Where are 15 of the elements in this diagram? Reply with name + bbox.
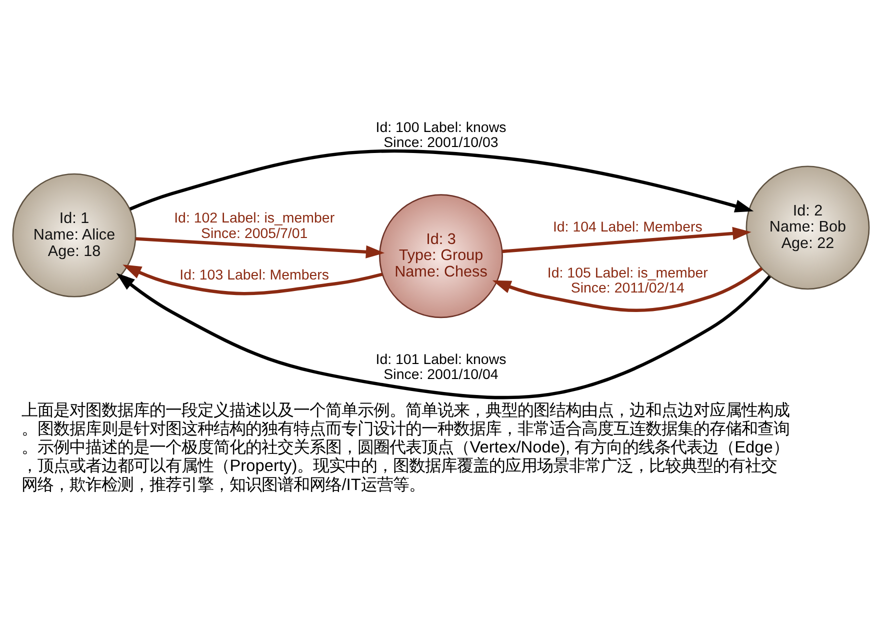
edge-label: Id: 105 Label: is_member Since: 2011/02/14 [547, 264, 708, 296]
arrow [129, 148, 754, 212]
caption: 上面是对图数据库的一段定义描述以及一个简单示例。简单说来，典型的图结构由点，边和点边对应属性构成。图数据库则是针对图这种结构的独有特点而专门设计的一种数据库，非常适合高度互连数据集的存储和查询。示例中描述的是一个极度简化的社交关系图，圆圈代表顶点（Vertex/Node), 有方向的线条代表边（Edge），顶点或者边都可以有属性（Property)。现实中的，图数据库覆盖的应用场景非常广泛，比较典型的有社交网络，欺诈检测，推荐引擎，知识图谱和网络/IT运营等。 [22, 400, 790, 494]
edge-label: Id: 101 Label: knows Since: 2001/10/04 [376, 351, 506, 383]
edge-label: Id: 100 Label: knows Since: 2001/10/03 [376, 119, 506, 151]
edge-label: Id: 103 Label: Members [180, 267, 330, 284]
node-circle: Id: 3 Type: Group Name: Chess [379, 194, 503, 318]
edge-label: Id: 102 Label: is_member Since: 2005/7/01 [174, 210, 335, 242]
arrow [122, 264, 383, 295]
arrow [116, 272, 772, 399]
arrow [135, 236, 385, 258]
edge-label: Id: 104 Label: Members [552, 218, 702, 235]
arrow [492, 266, 763, 312]
node-circle: Id: 2 Name: Bob Age: 22 [746, 165, 870, 290]
arrow [502, 226, 752, 253]
